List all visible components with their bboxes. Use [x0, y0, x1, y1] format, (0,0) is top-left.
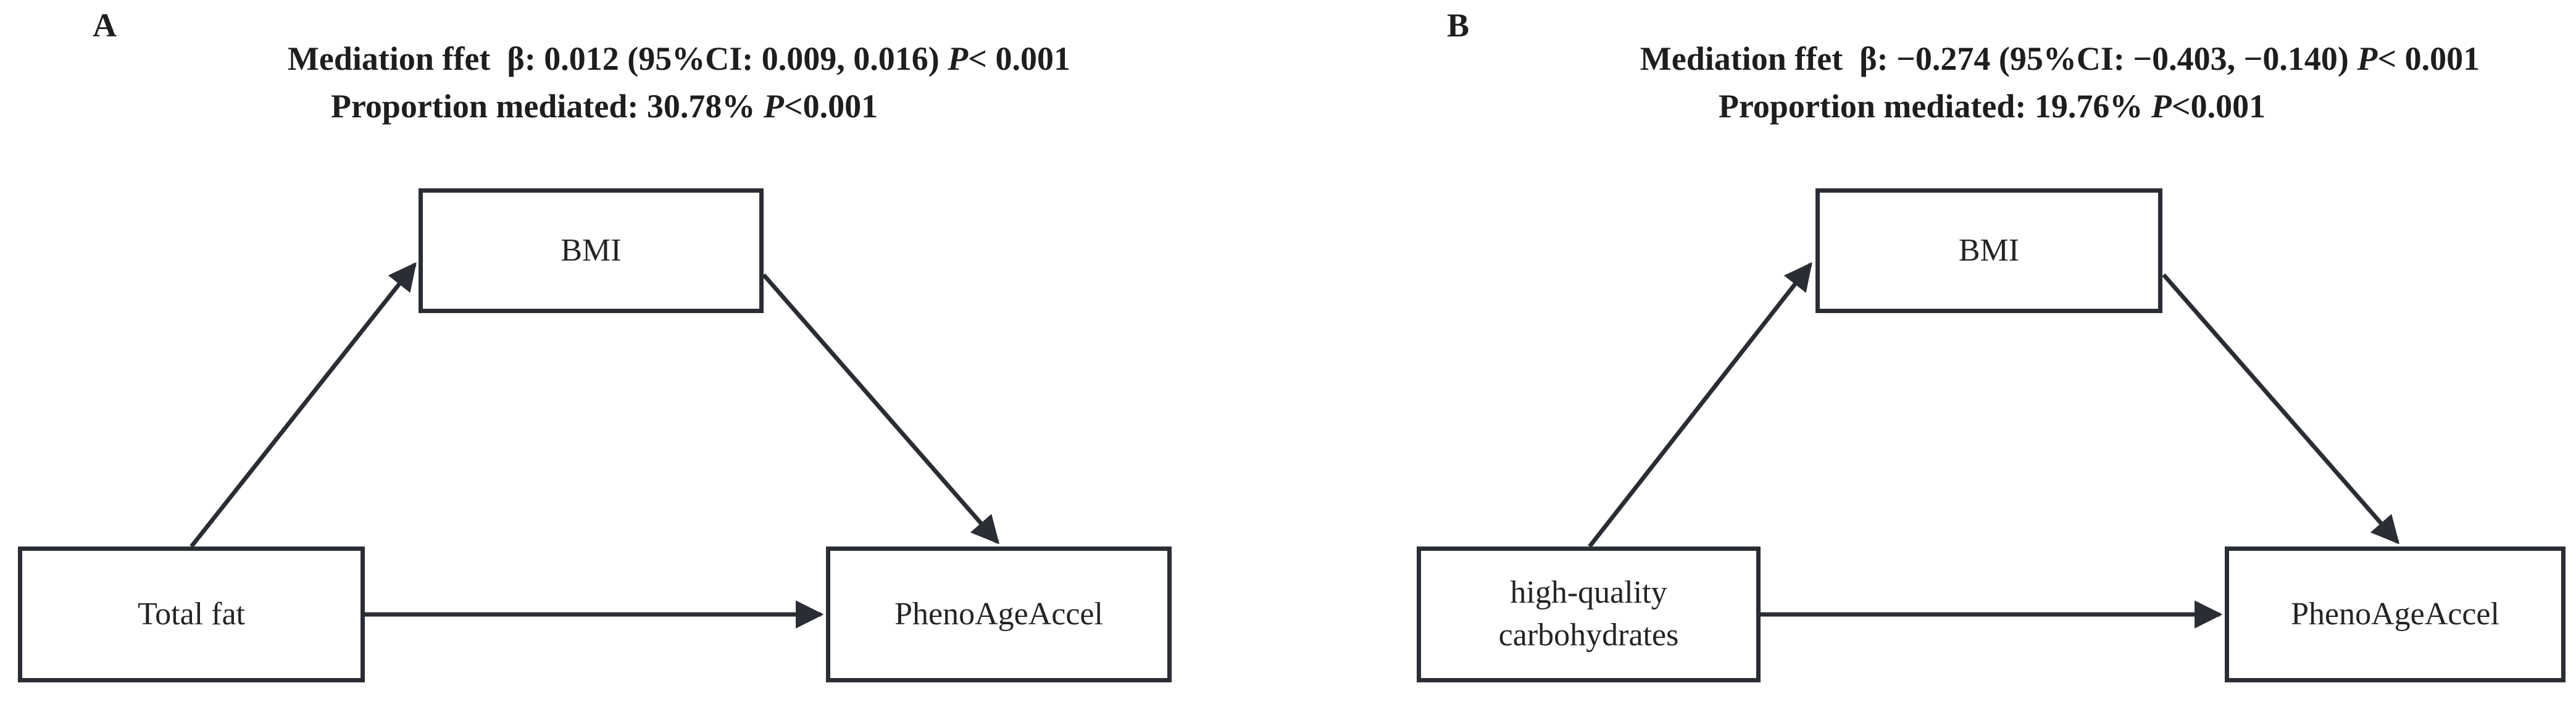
mediator-box-bmi-b: BMI	[1815, 188, 2162, 313]
outcome-box-phenoageaccel-a: PhenoAgeAccel	[826, 547, 1172, 682]
panel-a-title1-p: P	[948, 40, 969, 77]
mediator-box-bmi-a: BMI	[419, 188, 764, 313]
panel-b-title1-text: Mediation ffet β: −0.274 (95%CI: −0.403,…	[1640, 40, 2357, 77]
outcome-label-a: PhenoAgeAccel	[894, 596, 1103, 632]
exposure-label-b-line2: carbohydrates	[1498, 618, 1679, 653]
panel-a-label: A	[93, 7, 117, 44]
panel-a-title-line1: Mediation ffet β: 0.012 (95%CI: 0.009, 0…	[254, 9, 1070, 109]
exposure-label-b-line1: high-quality	[1510, 575, 1667, 611]
arrow-mediator-to-outcome-b	[2162, 273, 2399, 545]
arrow-mediator-to-outcome-a	[762, 273, 999, 545]
panel-b-title-line1: Mediation ffet β: −0.274 (95%CI: −0.403,…	[1607, 9, 2480, 109]
panel-a-title1-tail: < 0.001	[968, 40, 1071, 77]
exposure-box-high-quality-carbohydrates: high-quality carbohydrates	[1417, 547, 1761, 682]
panel-b-title2-p: P	[2151, 88, 2172, 125]
outcome-box-phenoageaccel-b: PhenoAgeAccel	[2225, 547, 2566, 682]
panel-b-title1-tail: < 0.001	[2377, 40, 2480, 77]
exposure-box-total-fat: Total fat	[18, 547, 365, 682]
panel-a-title-line2: Proportion mediated: 30.78% P<0.001	[298, 56, 878, 156]
panel-b-title2-text: Proportion mediated: 19.76%	[1718, 88, 2151, 125]
panel-a-title1-text: Mediation ffet β: 0.012 (95%CI: 0.009, 0…	[287, 40, 948, 77]
exposure-label-a-line1: Total fat	[138, 596, 245, 632]
panel-b-title2-tail: <0.001	[2171, 88, 2266, 125]
arrow-exposure-to-mediator-b	[1588, 262, 1812, 548]
panel-b-title1-p: P	[2357, 40, 2378, 77]
mediator-label-b: BMI	[1958, 232, 2020, 268]
panel-b-title-line2: Proportion mediated: 19.76% P<0.001	[1685, 56, 2265, 156]
panel-a-title2-text: Proportion mediated: 30.78%	[330, 88, 764, 125]
outcome-label-b: PhenoAgeAccel	[2291, 596, 2499, 632]
panel-b-label: B	[1447, 7, 1470, 44]
panel-a-title2-p: P	[763, 88, 784, 125]
arrow-exposure-to-mediator-a	[190, 262, 417, 548]
panel-a-title2-tail: <0.001	[783, 88, 878, 125]
mediator-label-a: BMI	[561, 232, 622, 268]
